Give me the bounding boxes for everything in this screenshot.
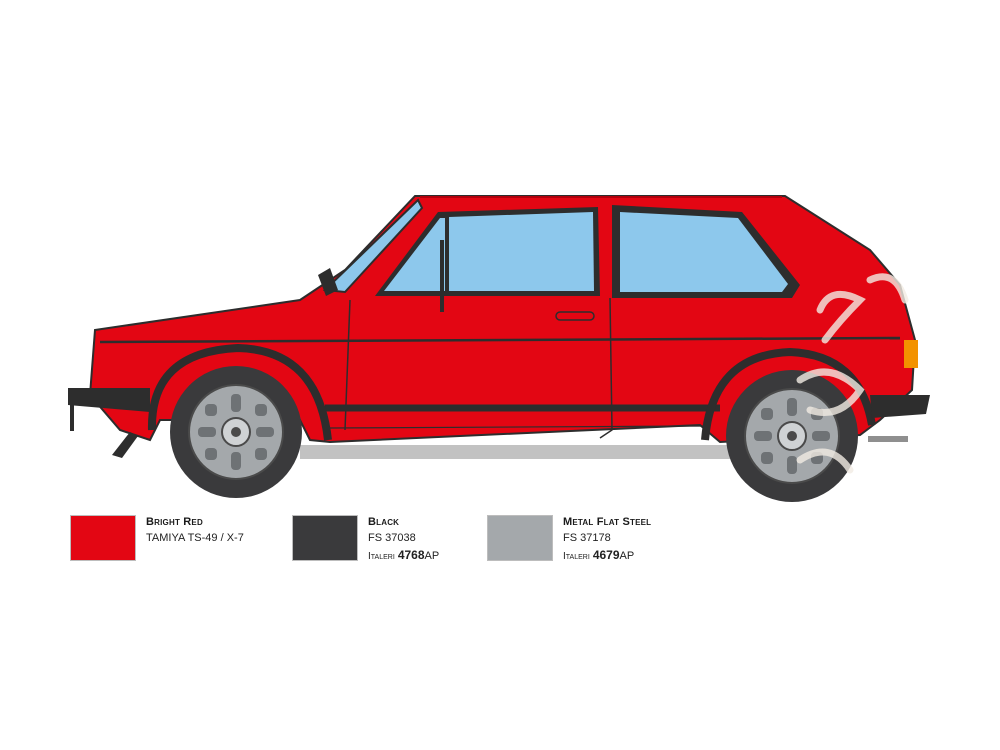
- swatch-title-bright-red: Bright Red: [146, 516, 203, 528]
- product-suffix: AP: [424, 550, 440, 562]
- door-handle: [555, 311, 595, 321]
- swatch-bright-red: [70, 515, 136, 561]
- swatch-black: [292, 515, 358, 561]
- underbody: [300, 445, 730, 459]
- side-mirror: [318, 268, 338, 296]
- swatch-code-bright-red: TAMIYA TS-49 / X-7: [146, 532, 244, 544]
- front-window-glass-main: [449, 212, 594, 291]
- swatch-italeri-metal-flat-steel: Italeri 4679AP: [563, 548, 634, 562]
- rear-indicator: [904, 340, 918, 368]
- front-wheel-arch: [147, 343, 332, 441]
- front-window-glass: [384, 218, 445, 291]
- swatch-title-black: Black: [368, 516, 400, 528]
- brand-label: Italeri: [368, 551, 395, 562]
- front-wheel: [170, 366, 302, 498]
- exhaust: [868, 436, 908, 442]
- swatch-metal-flat-steel: [487, 515, 553, 561]
- rocker-line: [329, 425, 711, 429]
- door-rear-edge: [599, 297, 613, 439]
- front-spoiler: [112, 432, 138, 458]
- watermark-logo: [796, 273, 909, 474]
- front-bumper: [68, 388, 150, 412]
- swatch-title-metal-flat-steel: Metal Flat Steel: [563, 516, 652, 528]
- product-code: 4679: [592, 548, 620, 562]
- front-bumper-bracket: [70, 405, 74, 431]
- product-code: 4768: [397, 548, 425, 562]
- product-suffix: AP: [619, 550, 635, 562]
- side-crease: [99, 336, 901, 344]
- brand-label: Italeri: [563, 551, 590, 562]
- swatch-italeri-black: Italeri 4768AP: [368, 548, 439, 562]
- swatch-fs-metal-flat-steel: FS 37178: [563, 532, 611, 544]
- rear-bumper: [870, 395, 930, 418]
- windshield: [322, 198, 424, 294]
- swatch-fs-black: FS 37038: [368, 532, 416, 544]
- rear-window-glass: [620, 212, 788, 292]
- rear-wheel: [726, 370, 858, 502]
